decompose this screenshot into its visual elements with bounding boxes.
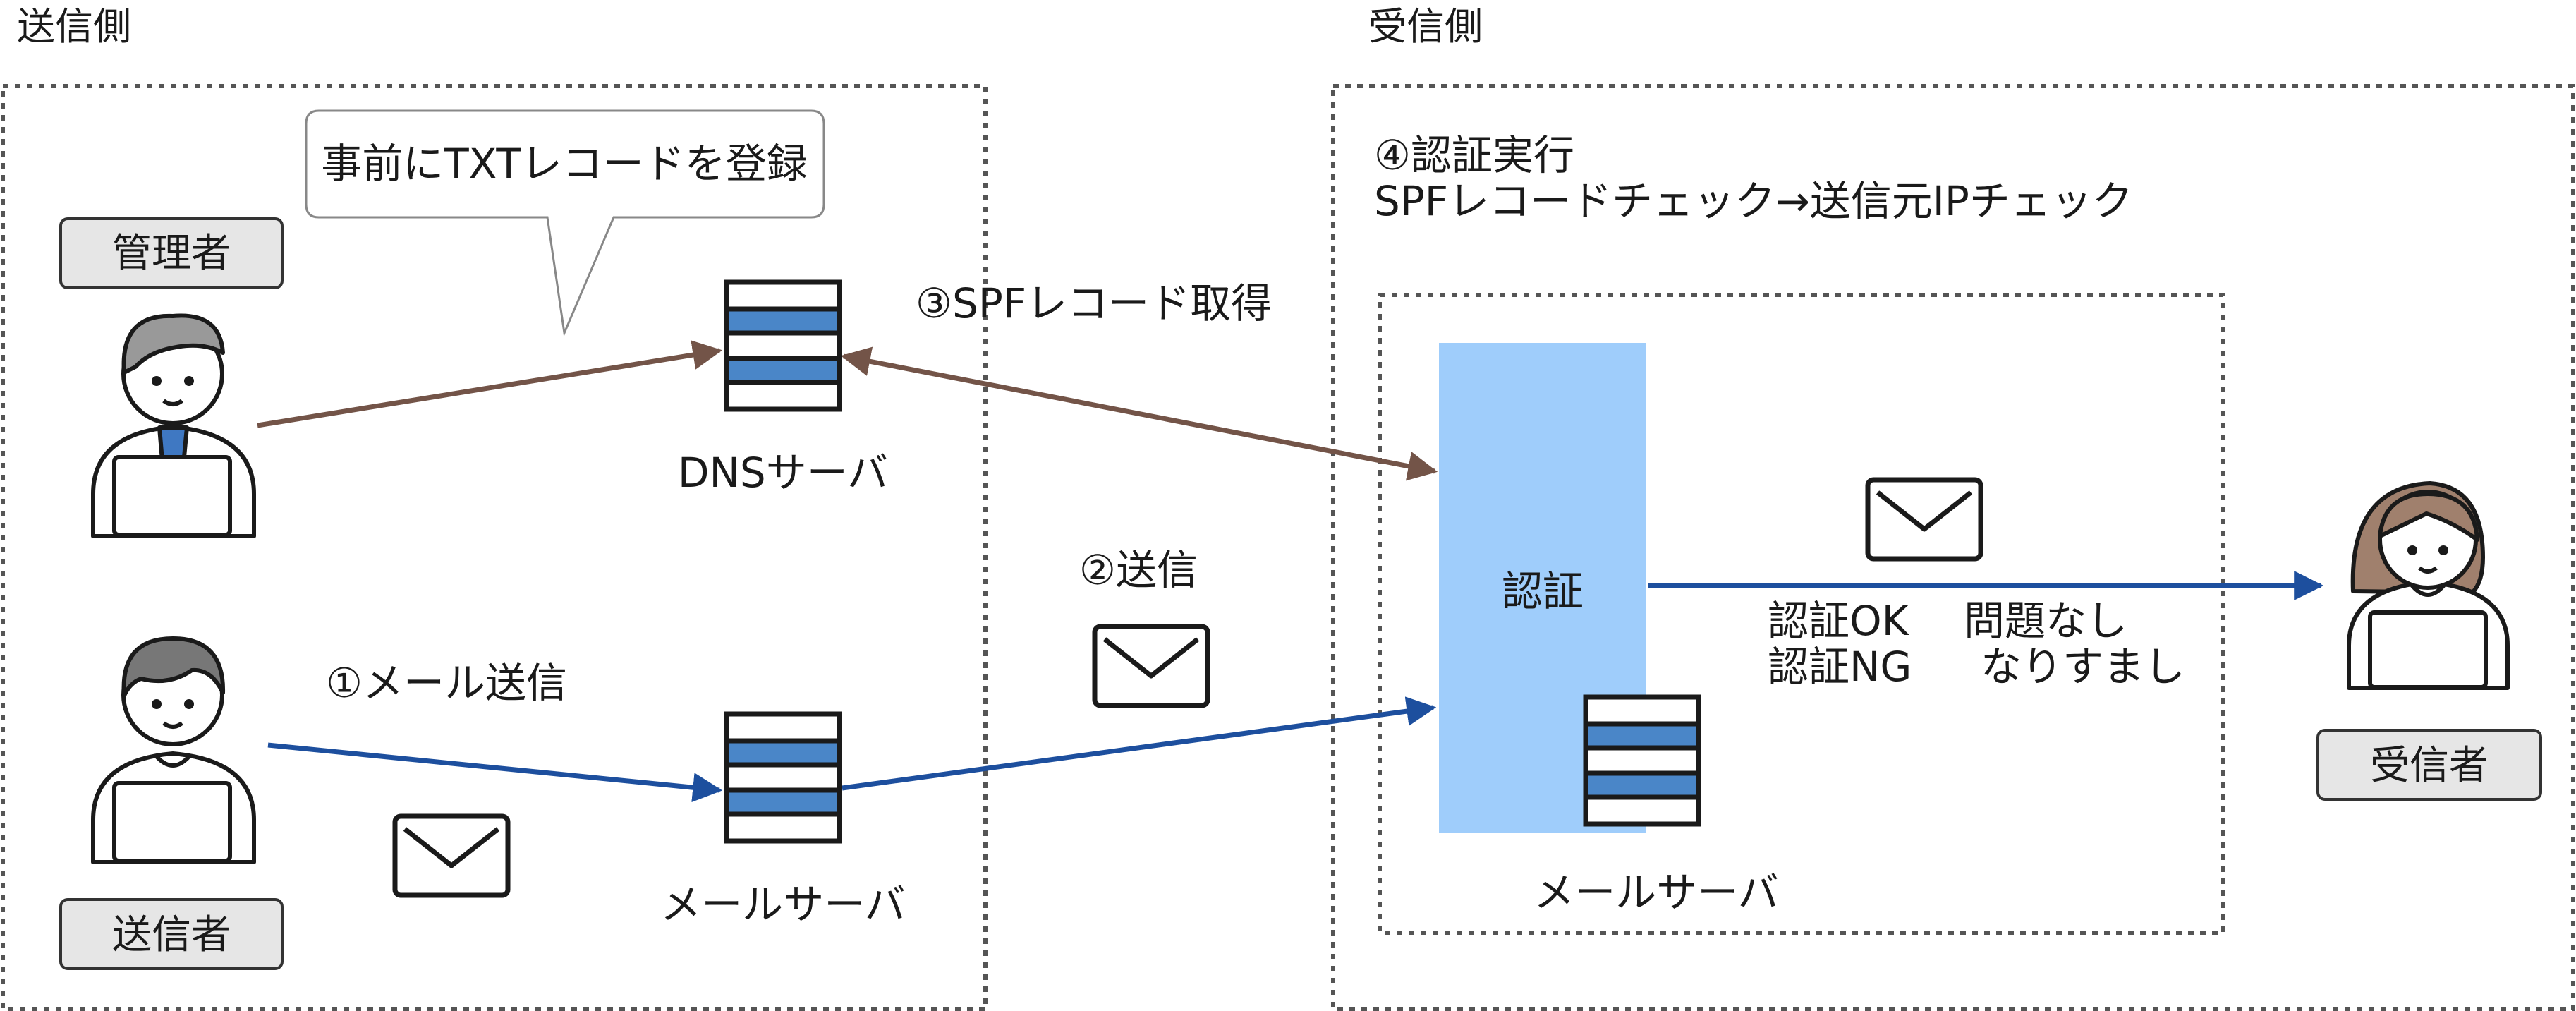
arrow-admin-to-dns bbox=[257, 340, 723, 428]
envelope-icon bbox=[1095, 626, 1208, 706]
dns-server-label: DNSサーバ bbox=[678, 449, 888, 497]
sender-side-frame bbox=[1, 84, 988, 1011]
envelope-icon bbox=[1868, 480, 1981, 559]
step1-label: ①メール送信 bbox=[326, 659, 567, 707]
recipient-label-box bbox=[2316, 729, 2542, 801]
arrow-mail-server-to-auth bbox=[842, 696, 1437, 791]
sender-mail-server-label: メールサーバ bbox=[660, 880, 905, 928]
sender-side-title: 送信側 bbox=[17, 4, 131, 49]
admin-label: 管理者 bbox=[112, 231, 231, 277]
result-ng-meaning: なりすまし bbox=[1981, 643, 2185, 691]
sender-mail-server-icon bbox=[727, 714, 839, 841]
receiver-mail-server-icon-front bbox=[1586, 697, 1699, 824]
result-ng: 認証NG bbox=[1768, 643, 1912, 691]
callout-text: 事前にTXTレコードを登録 bbox=[321, 140, 808, 188]
sender-label: 送信者 bbox=[112, 912, 231, 958]
sender-person-icon bbox=[91, 636, 256, 864]
recipient-person-icon bbox=[2347, 481, 2510, 690]
step2-label: ②送信 bbox=[1079, 546, 1198, 594]
envelope-icon bbox=[395, 816, 508, 895]
step4-detail: SPFレコードチェック→送信元IPチェック bbox=[1374, 177, 2133, 225]
recipient-label: 受信者 bbox=[2370, 743, 2489, 789]
step4-title: ④認証実行 bbox=[1374, 131, 1574, 179]
admin-person-icon bbox=[91, 313, 256, 538]
admin-label-box bbox=[59, 217, 284, 289]
dns-server-icon bbox=[727, 282, 839, 409]
auth-label: 認証 bbox=[1502, 567, 1584, 615]
result-ok: 認証OK bbox=[1768, 597, 1910, 645]
receiver-side-title: 受信側 bbox=[1368, 4, 1483, 49]
sender-label-box bbox=[59, 898, 284, 970]
arrow-dns-auth-bidirectional bbox=[840, 346, 1438, 481]
mail-server-group-frame bbox=[1378, 293, 2225, 935]
step3-label: ③SPFレコード取得 bbox=[916, 279, 1272, 327]
arrow-sender-to-mail-server bbox=[267, 742, 723, 803]
callout-bubble bbox=[305, 109, 825, 337]
receiver-side-frame bbox=[1331, 84, 2575, 1011]
receiver-mail-server-label: メールサーバ bbox=[1533, 868, 1778, 916]
result-ok-meaning: 問題なし bbox=[1964, 597, 2127, 645]
